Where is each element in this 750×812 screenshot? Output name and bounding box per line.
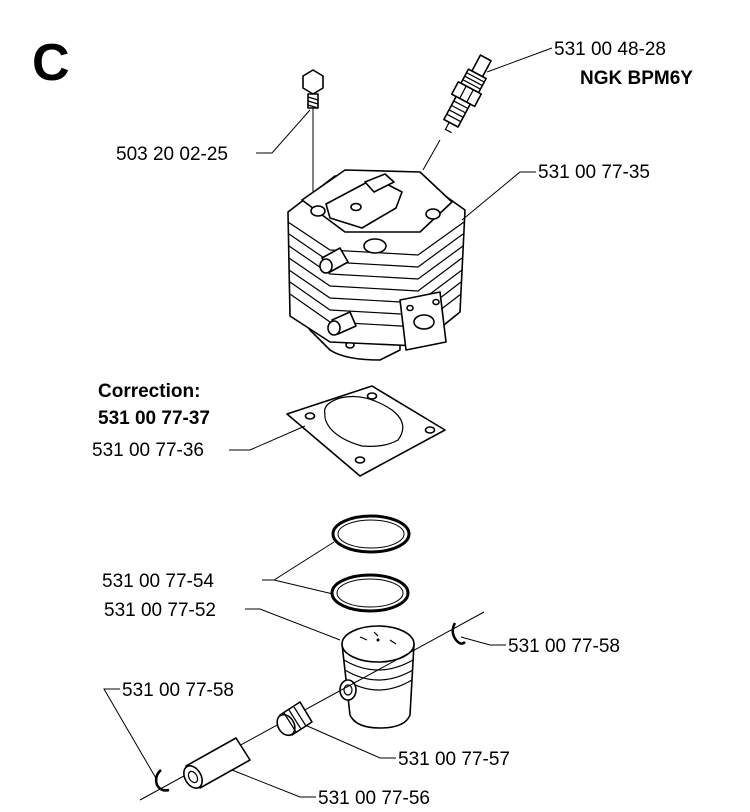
piston-part-number: 531 00 77-52 xyxy=(104,600,216,621)
rings-part-number: 531 00 77-54 xyxy=(102,571,214,592)
piston-part xyxy=(339,625,415,729)
spark-plug-part-number: 531 00 48-28 xyxy=(554,39,666,60)
screw-part-number: 503 20 02-25 xyxy=(116,144,228,165)
piston-ring-lower xyxy=(330,573,410,613)
bearing-leader xyxy=(304,724,396,759)
circlip-left-part-number: 531 00 77-58 xyxy=(122,680,234,701)
cylinder-part-number: 531 00 77-35 xyxy=(538,162,650,183)
rings-leader xyxy=(262,541,335,595)
correction-part-number: 531 00 77-37 xyxy=(98,408,210,429)
spark-plug-type-label: NGK BPM6Y xyxy=(580,68,693,89)
circlip-right-part xyxy=(451,622,466,645)
spark-plug-leader xyxy=(486,47,553,73)
pin-part-number: 531 00 77-56 xyxy=(318,788,430,809)
circlip-right-part-number: 531 00 77-58 xyxy=(508,636,620,657)
gasket-leader xyxy=(229,425,306,451)
piston-ring-upper xyxy=(331,514,411,554)
correction-title: Correction: xyxy=(98,381,200,402)
spark-plug-part xyxy=(443,54,492,134)
circlip-left-leader xyxy=(103,688,158,781)
piston-leader xyxy=(245,608,341,641)
gasket-part-number: 531 00 77-36 xyxy=(92,440,204,461)
wrist-pin-part xyxy=(183,737,251,789)
screw-part xyxy=(302,69,324,109)
cylinder-part xyxy=(287,169,466,361)
pin-leader xyxy=(231,769,316,798)
circlip-right-leader xyxy=(460,636,506,646)
cylinder-leader xyxy=(461,171,536,221)
screw-leader xyxy=(256,109,311,154)
gasket-part xyxy=(286,385,446,477)
section-letter: C xyxy=(32,34,70,92)
spark-plug-axis-line xyxy=(422,139,441,171)
circlip-left-part xyxy=(154,769,170,792)
needle-bearing-part xyxy=(276,701,313,737)
bearing-part-number: 531 00 77-57 xyxy=(398,749,510,770)
